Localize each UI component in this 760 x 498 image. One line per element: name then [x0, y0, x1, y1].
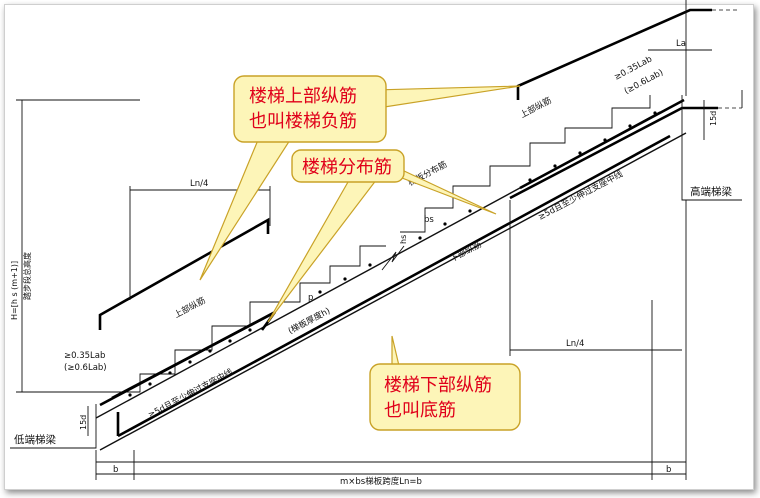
low-beam-outline [10, 404, 97, 449]
callout-distribution-bar [291, 149, 405, 183]
upper-bar-left-label: 上部纵筋 [172, 295, 207, 321]
callout-dist-pointer-left [267, 174, 382, 323]
b-left-label: b [113, 465, 118, 475]
callout-lower-line1: 楼梯下部纵筋 [384, 375, 492, 396]
ln4-right-label: Ln/4 [566, 339, 584, 349]
la-label: La [676, 39, 686, 49]
lower-bar-small-label: 下部纵筋 [448, 239, 483, 265]
callout-lower-bar [369, 363, 521, 431]
high-beam-label: 高端梯梁 [690, 185, 732, 198]
low-beam-label: 低端梯梁 [14, 433, 56, 446]
callout-upper-pointer-left [199, 139, 292, 281]
anchor-bottom-label-2: (≥0.6Lab) [64, 363, 107, 373]
callout-upper-bar [233, 75, 387, 143]
anchor-bottom-label-1: ≥0.35Lab [64, 351, 105, 361]
upper-bar-right-label: 上部纵筋 [518, 95, 553, 121]
bs-label: bs [424, 215, 434, 225]
d15-right-label: 15d [709, 111, 718, 126]
upper-bar-left-parallel [111, 313, 271, 400]
callout-upper-line1: 楼梯上部纵筋 [249, 86, 357, 107]
break-symbol [381, 245, 405, 271]
callout-lower-line2: 也叫底筋 [384, 400, 456, 421]
height-formula-label: H=[h s (m+1)] [10, 261, 19, 320]
d15-left-label: 15d [79, 415, 88, 430]
upper-bar-left-main [98, 217, 270, 330]
height-name-label: 踏步段总高度 [22, 252, 32, 300]
upper-bar-right-lower [509, 106, 718, 200]
upper-bar-right-main [516, 8, 712, 100]
distribution-bar-dots [128, 111, 657, 397]
callout-dist-pointer-right [401, 169, 497, 215]
high-beam-outline [681, 95, 742, 201]
callout-upper-line2: 也叫楼梯负筋 [249, 111, 357, 132]
stair-steps-upper [400, 95, 651, 233]
span-label: m×bs梯板跨度Ln=b [340, 476, 422, 487]
lower-longitudinal-bar [117, 134, 671, 438]
callout-distribution-text: 楼梯分布筋 [302, 157, 392, 178]
ln4-left-label: Ln/4 [190, 179, 208, 189]
upper-bar-right-parallel [519, 98, 685, 190]
slab-soffit-outer [99, 132, 687, 451]
hs-label: hs [399, 235, 408, 244]
b-right-label: b [666, 465, 671, 475]
p-label: p [308, 293, 313, 303]
